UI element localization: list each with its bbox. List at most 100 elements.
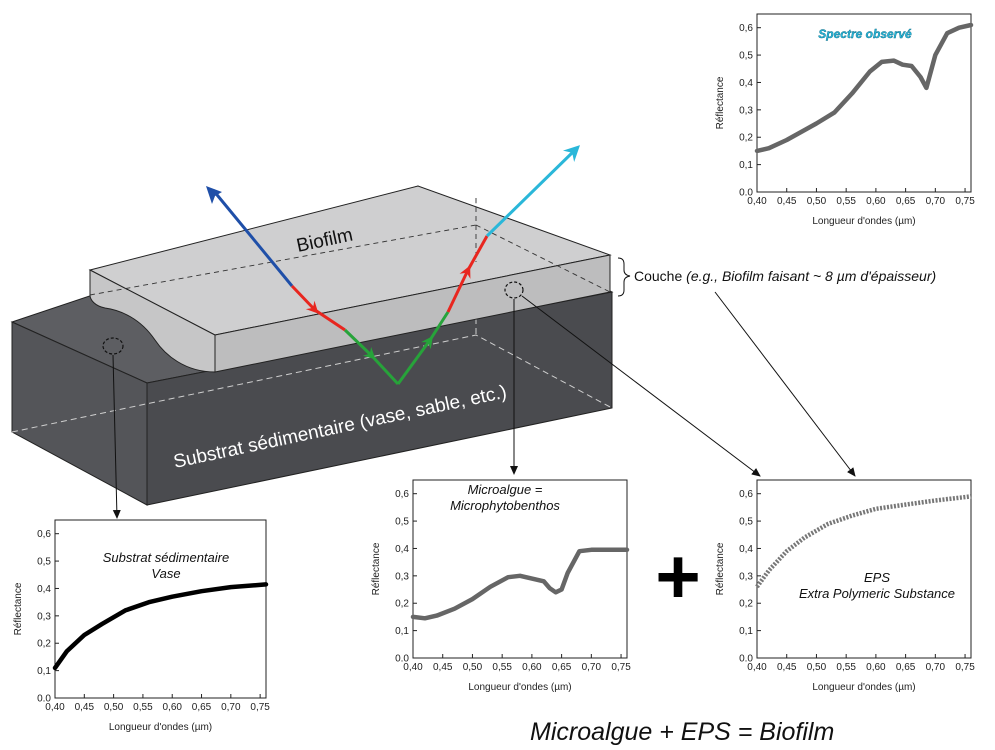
x-tick-label: 0,60	[522, 662, 542, 673]
chart-title-line: Spectre observé	[818, 27, 912, 41]
y-tick-label: 0,1	[739, 626, 753, 637]
y-tick-label: 0,2	[37, 639, 51, 650]
x-tick-label: 0,40	[403, 662, 423, 673]
y-tick-label: 0,4	[739, 544, 753, 555]
y-tick-label: 0,5	[395, 517, 409, 528]
y-tick-label: 0,6	[739, 23, 753, 34]
y-tick-label: 0,3	[739, 105, 753, 116]
green-up-segment-2	[428, 311, 450, 341]
plot-frame	[412, 479, 628, 659]
y-tick-label: 0.0	[37, 694, 51, 705]
y-tick-label: 0,6	[37, 529, 51, 540]
red-up-segment	[446, 265, 471, 313]
y-tick-label: 0,5	[37, 557, 51, 568]
y-tick-label: 0,1	[37, 666, 51, 677]
x-tick-label: 0,70	[926, 196, 946, 207]
x-tick-label: 0,55	[836, 196, 856, 207]
plus-sign: +	[655, 532, 701, 620]
x-tick-label: 0,55	[133, 702, 153, 713]
x-tick-label: 0,60	[162, 702, 182, 713]
x-tick-label: 0,60	[866, 662, 886, 673]
y-tick-label: 0,2	[739, 599, 753, 610]
x-tick-label: 0,50	[807, 662, 827, 673]
series-line	[410, 547, 630, 621]
connector-layer-to-eps	[714, 291, 856, 477]
x-tick-label: 0,55	[836, 662, 856, 673]
x-tick-label: 0,75	[955, 662, 975, 673]
x-tick-label: 0,60	[866, 196, 886, 207]
red-down-segment-2	[314, 308, 346, 332]
x-tick-label: 0,65	[192, 702, 212, 713]
x-axis-label: Longueur d'ondes (µm)	[812, 216, 915, 227]
y-tick-label: 0,1	[395, 626, 409, 637]
chart-title-line: Vase	[151, 566, 180, 581]
x-tick-label: 0,70	[926, 662, 946, 673]
layer-brace	[617, 257, 631, 297]
equation-text: Microalgue + EPS = Biofilm	[530, 718, 834, 746]
layer-label-plain: Couche	[634, 268, 686, 284]
sample-spot-biofilm	[504, 281, 524, 299]
y-tick-label: 0,3	[739, 571, 753, 582]
y-tick-label: 0,2	[739, 133, 753, 144]
x-tick-label: 0,75	[955, 196, 975, 207]
y-axis-label: Réflectance	[13, 582, 24, 635]
green-down-segment	[343, 328, 376, 360]
chart-title-line: Microphytobenthos	[450, 498, 560, 513]
x-tick-label: 0,40	[747, 662, 767, 673]
y-tick-label: 0,5	[739, 51, 753, 62]
x-tick-label: 0,65	[552, 662, 572, 673]
chart-title-line: Extra Polymeric Substance	[799, 586, 955, 601]
y-tick-label: 0,6	[395, 489, 409, 500]
x-tick-label: 0,45	[777, 662, 797, 673]
chart-title-line: Substrat sédimentaire	[103, 550, 229, 565]
red-up-segment-2	[466, 235, 489, 271]
x-tick-label: 0,50	[807, 196, 827, 207]
x-axis-label: Longueur d'ondes (µm)	[468, 682, 571, 693]
y-axis-label: Réflectance	[371, 542, 382, 595]
reflected-ray	[485, 145, 581, 238]
y-tick-label: 0,3	[37, 611, 51, 622]
sample-spot-substrate	[102, 337, 124, 355]
x-tick-label: 0,70	[582, 662, 602, 673]
x-tick-label: 0,40	[45, 702, 65, 713]
x-tick-label: 0,65	[896, 196, 916, 207]
connector-substrate-to-chart	[112, 354, 121, 519]
y-tick-label: 0,4	[739, 78, 753, 89]
connector-biofilm-to-eps	[521, 295, 761, 477]
series-line	[754, 22, 974, 154]
green-up-segment	[396, 335, 433, 385]
series-line	[755, 494, 972, 589]
x-axis-label: Longueur d'ondes (µm)	[109, 722, 212, 733]
sediment-block	[10, 185, 614, 506]
incident-ray-tail	[206, 186, 222, 204]
chart-title-line: Microalgue =	[468, 482, 543, 497]
x-tick-label: 0,70	[221, 702, 241, 713]
chart-title-line: EPS	[864, 570, 890, 585]
red-down-segment-1	[290, 284, 319, 314]
y-axis-label: Réflectance	[715, 542, 726, 595]
y-tick-label: 0,3	[395, 571, 409, 582]
plot-frame	[756, 13, 972, 193]
series-line	[52, 582, 269, 671]
green-down-segment-2	[370, 354, 400, 386]
y-tick-label: 0,4	[37, 584, 51, 595]
x-axis-label: Longueur d'ondes (µm)	[812, 682, 915, 693]
y-axis-label: Réflectance	[715, 76, 726, 129]
x-tick-label: 0,75	[611, 662, 631, 673]
substrate-hidden-edges	[11, 334, 613, 433]
x-tick-label: 0,40	[747, 196, 767, 207]
layer-label-italic: (e.g., Biofilm faisant ~ 8 µm d'épaisseu…	[686, 268, 936, 284]
y-tick-label: 0,1	[739, 160, 753, 171]
x-tick-label: 0,45	[777, 196, 797, 207]
plot-frame	[54, 519, 267, 699]
x-tick-label: 0,45	[433, 662, 453, 673]
incident-ray	[211, 189, 294, 287]
y-tick-label: 0,6	[739, 489, 753, 500]
layer-label: Couche (e.g., Biofilm faisant ~ 8 µm d'é…	[634, 268, 936, 284]
biofilm-wavy-edge	[89, 269, 216, 373]
biofilm-hidden-diagonal	[89, 224, 477, 296]
